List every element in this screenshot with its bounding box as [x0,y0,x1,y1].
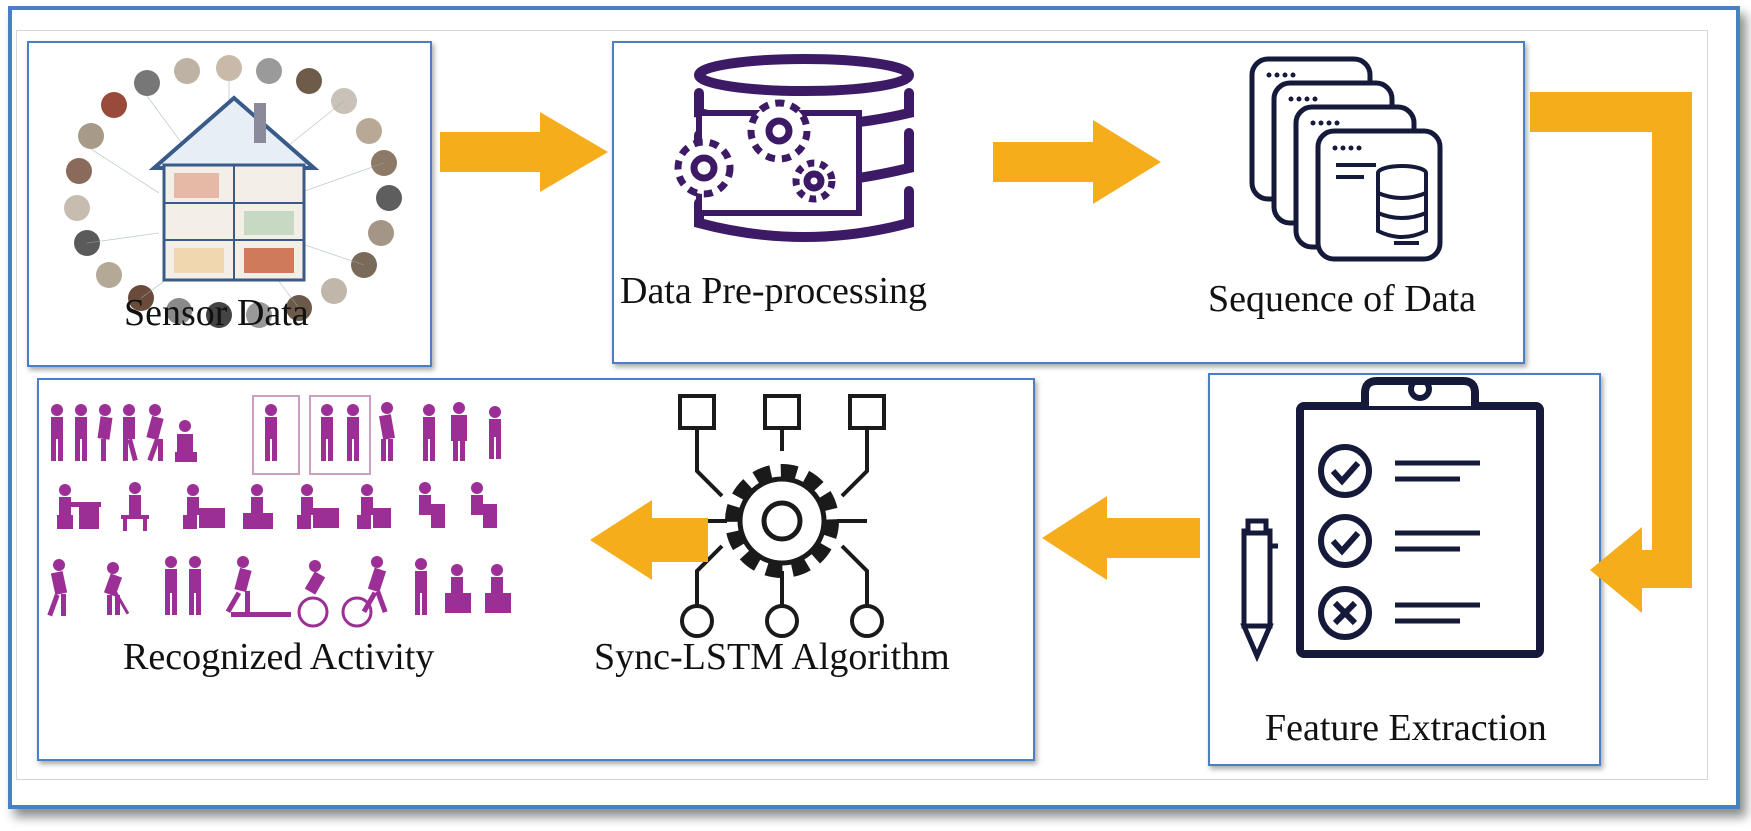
arrow-algorithm-to-activity [590,500,708,580]
arrow-sequence-to-feature [1530,92,1692,613]
pen-icon [1240,518,1278,663]
feature-extraction-panel: Feature Extraction [1208,373,1601,766]
sensor-ring [64,55,402,328]
gear-icon [725,464,839,578]
activity-pictograms [47,395,511,628]
document-stack-icon [1249,56,1443,262]
arrow-sensor-to-preprocess [440,112,608,192]
checklist-clipboard-icon [1240,377,1544,663]
recognized-activity-label: Recognized Activity [123,636,435,678]
arrow-preprocess-to-sequence [993,120,1161,204]
database-icon [1376,164,1428,239]
person-figure-icons [47,402,511,617]
smart-home-illustration [64,55,402,328]
sequence-of-data-label: Sequence of Data [1208,278,1476,320]
network-gear-icon [678,394,886,638]
sensor-data-label: Sensor Data [124,292,309,334]
sensor-data-panel: Sensor Data [27,41,432,367]
data-preprocessing-label: Data Pre-processing [620,270,928,312]
inner-border [16,30,1708,780]
activity-algorithm-panel: Recognized Activity Sync-LSTM Algorithm [37,378,1035,761]
gear-icon [674,99,836,203]
database-gears-icon [674,54,914,242]
activity-frames [252,395,371,475]
preprocessing-sequence-panel: Data Pre-processing Sequence of Data [612,41,1525,364]
sync-lstm-label: Sync-LSTM Algorithm [594,636,950,678]
feature-extraction-label: Feature Extraction [1265,707,1547,749]
arrow-feature-to-algorithm [1042,496,1200,580]
house-icon [148,95,320,282]
